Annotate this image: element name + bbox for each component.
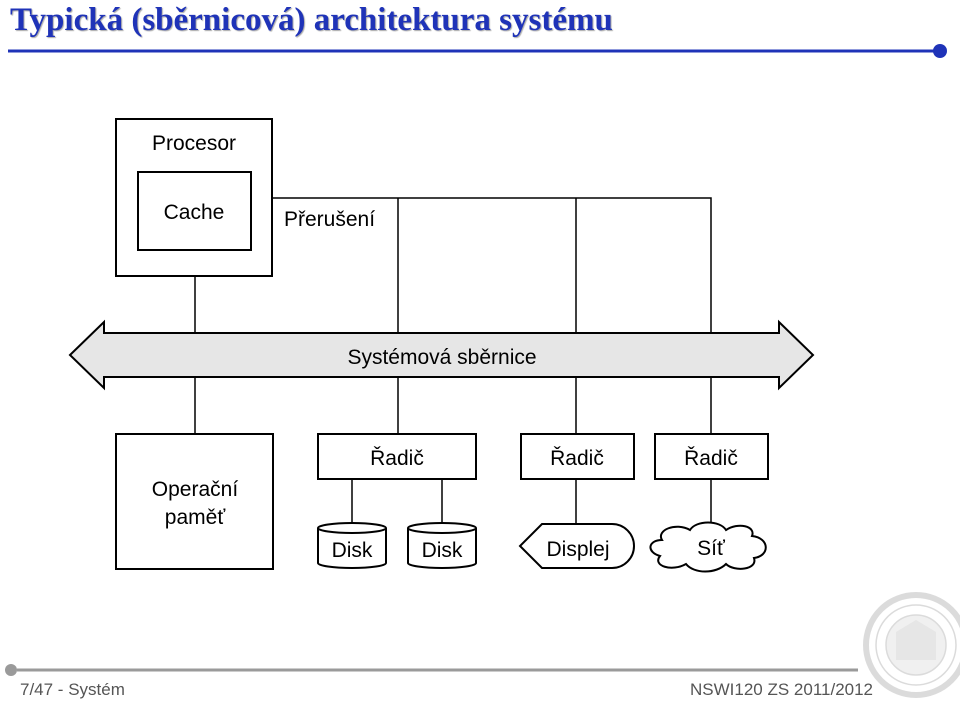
university-seal [863,592,960,698]
interrupt-lines [272,197,712,333]
network-cloud: Síť [649,521,767,573]
title-underline [8,44,947,58]
display-controller-label: Řadič [550,447,604,470]
bus-device-links [194,377,712,434]
memory-label-line1: Operační [152,478,239,501]
disk-2-label: Disk [422,539,463,562]
system-bus: Systémová sběrnice [68,319,815,391]
controller-disk-links [351,479,443,523]
slide-title: Typická (sběrnicová) architektura systém… [10,2,613,38]
course-label: NSWI120 ZS 2011/2012 [690,680,874,699]
disk-1: Disk [317,522,387,569]
display-label: Displej [546,538,609,561]
slide-number: 7/47 - Systém [20,680,125,699]
memory-box: Operační paměť [115,433,274,570]
disk-controller-label: Řadič [370,447,424,470]
disk-2: Disk [407,522,477,569]
network-label: Síť [697,537,726,560]
bus-label: Systémová sběrnice [347,346,536,369]
display-device: Displej [518,523,635,569]
disk-controller-box: Řadič [317,433,477,480]
processor-label: Procesor [152,132,236,155]
footer-line [5,664,858,676]
memory-label-line2: paměť [165,506,227,529]
interrupt-label: Přerušení [284,208,375,231]
cache-box: Cache [137,171,252,251]
display-controller-box: Řadič [520,433,635,480]
network-controller-box: Řadič [654,433,769,480]
disk-1-label: Disk [332,539,373,562]
cache-label: Cache [164,201,225,224]
network-controller-label: Řadič [684,447,738,470]
